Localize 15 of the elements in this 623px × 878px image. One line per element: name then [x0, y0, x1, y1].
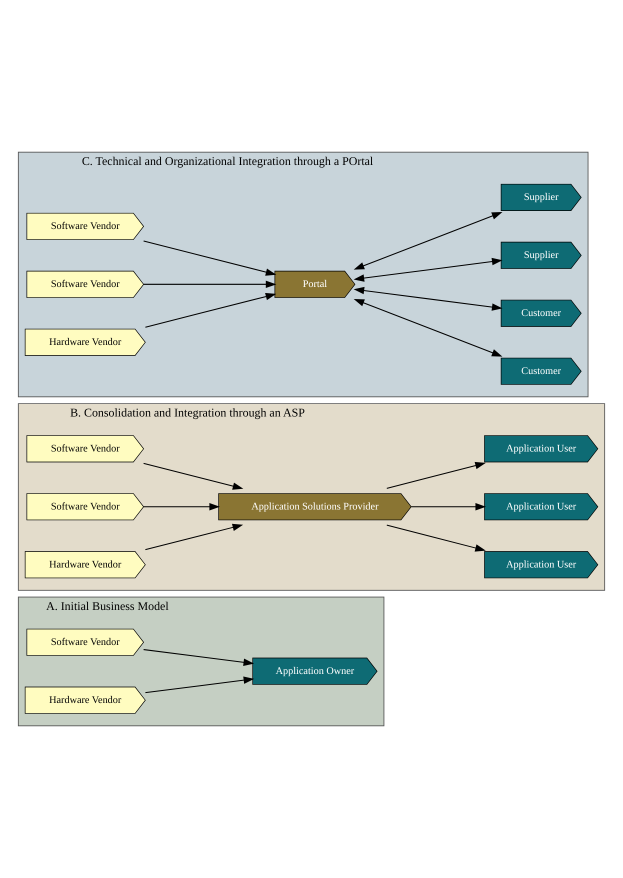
arrow	[386, 462, 486, 489]
arrow	[386, 524, 486, 552]
arrow	[144, 503, 220, 510]
arrow	[354, 299, 502, 357]
arrow	[354, 212, 502, 270]
arrow	[145, 292, 276, 328]
arrow	[411, 503, 486, 510]
arrow	[145, 676, 254, 694]
arrow	[143, 240, 276, 276]
arrow	[354, 286, 503, 311]
arrow	[145, 524, 244, 550]
arrow	[144, 649, 254, 666]
arrow	[354, 258, 503, 282]
arrow	[144, 280, 276, 288]
arrow	[143, 462, 244, 490]
